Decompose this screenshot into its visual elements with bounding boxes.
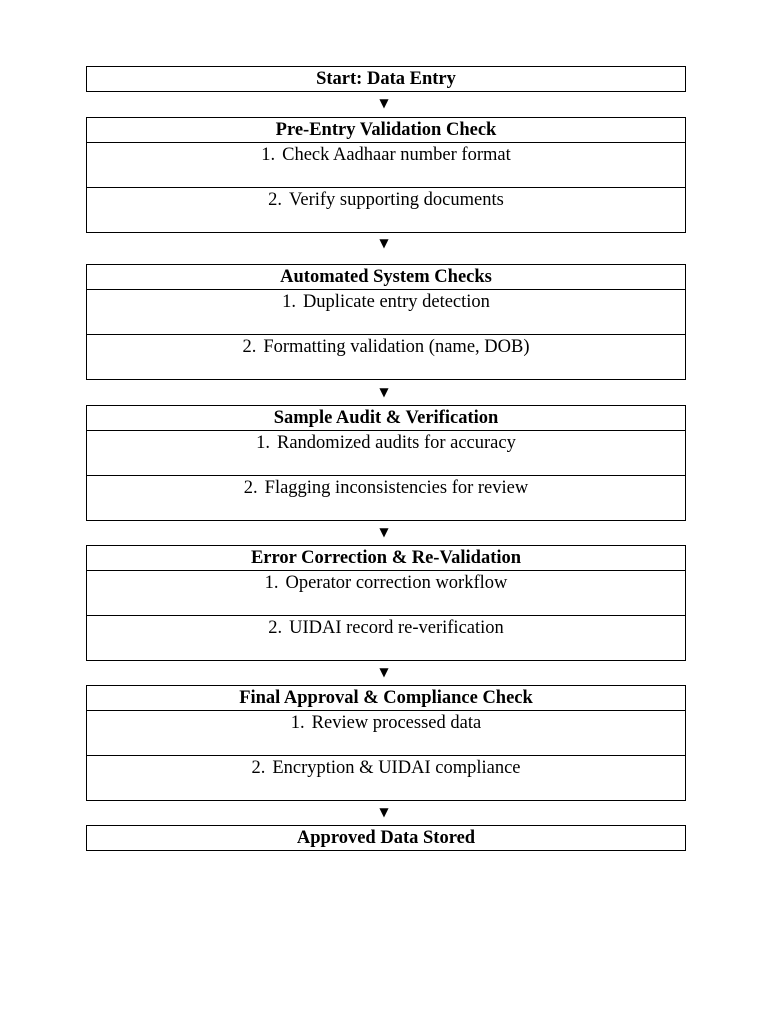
step-text: Operator correction workflow (285, 573, 508, 593)
step-number: 2. (268, 618, 283, 638)
stage-title: Final Approval & Compliance Check (239, 688, 533, 708)
step-number: 1. (261, 145, 276, 165)
stage-box-automated-system-checks: Automated System Checks 1. Duplicate entr… (86, 264, 686, 380)
end-box: Approved Data Stored (86, 825, 686, 851)
step-number: 2. (242, 337, 257, 357)
step-text: Formatting validation (name, DOB) (263, 337, 530, 357)
step-number: 2. (268, 190, 283, 210)
step-number: 2. (251, 758, 266, 778)
stage-step: 1. Duplicate entry detection (87, 289, 685, 334)
stage-box-sample-audit-verification: Sample Audit & Verification 1. Randomized… (86, 405, 686, 521)
stage-step: 2. UIDAI record re-verification (87, 615, 685, 660)
start-title: Start: Data Entry (316, 69, 456, 89)
step-text: Randomized audits for accuracy (277, 433, 516, 453)
flow-arrow-icon: ▼ (379, 385, 389, 399)
step-number: 1. (256, 433, 270, 453)
stage-step: 1. Review processed data (87, 710, 685, 755)
step-number: 1. (264, 573, 279, 593)
stage-step: 2. Flagging inconsistencies for review (87, 475, 685, 520)
flow-arrow-icon: ▼ (379, 525, 389, 539)
end-title: Approved Data Stored (296, 828, 476, 848)
flow-arrow-icon: ▼ (379, 805, 389, 819)
stage-step: 1. Randomized audits for accuracy (87, 430, 685, 475)
stage-title: Pre-Entry Validation Check (275, 120, 497, 140)
step-text: UIDAI record re-verification (289, 618, 504, 638)
stage-step: 2. Formatting validation (name, DOB) (87, 334, 685, 379)
stage-step: 1. Check Aadhaar number format (87, 142, 685, 187)
step-text: Encryption & UIDAI compliance (272, 758, 521, 778)
step-number: 1. (290, 713, 305, 733)
flow-arrow-icon: ▼ (379, 665, 389, 679)
step-text: Duplicate entry detection (302, 292, 490, 312)
step-text: Check Aadhaar number format (282, 145, 511, 165)
stage-title: Error Correction & Re-Validation (250, 548, 522, 568)
step-text: Flagging inconsistencies for review (264, 478, 529, 498)
step-number: 2. (243, 478, 258, 498)
stage-box-final-approval: Final Approval & Compliance Check 1. Revi… (86, 685, 686, 801)
stage-box-pre-entry-validation: Pre-Entry Validation Check 1. Check Aadha… (86, 117, 686, 233)
stage-step: 2. Verify supporting documents (87, 187, 685, 232)
flow-arrow-icon: ▼ (379, 96, 389, 110)
stage-title: Automated System Checks (280, 267, 492, 287)
stage-title: Sample Audit & Verification (273, 408, 499, 428)
stage-step: 2. Encryption & UIDAI compliance (87, 755, 685, 800)
step-text: Review processed data (311, 713, 482, 733)
flow-arrow-icon: ▼ (379, 236, 389, 250)
step-text: Verify supporting documents (289, 190, 504, 210)
start-box: Start: Data Entry (86, 66, 686, 92)
step-number: 1. (282, 292, 296, 312)
stage-step: 1. Operator correction workflow (87, 570, 685, 615)
stage-box-error-correction: Error Correction & Re-Validation 1. Opera… (86, 545, 686, 661)
